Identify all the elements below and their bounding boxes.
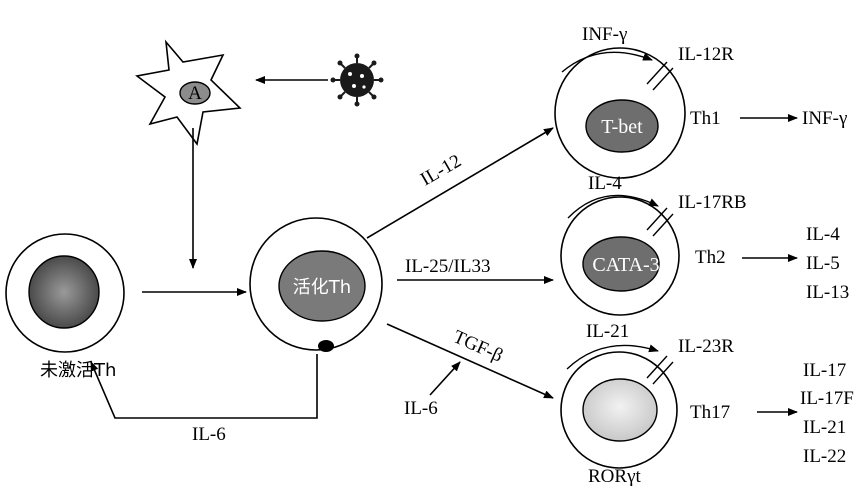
th1-nucleus-label: T-bet bbox=[601, 116, 643, 138]
virus-icon bbox=[330, 53, 384, 107]
th2-receptor-line-b bbox=[652, 213, 674, 237]
th2-nucleus-label: CATA-3 bbox=[592, 254, 659, 276]
activated-th-nucleus bbox=[278, 250, 366, 322]
th17-output-0: IL-17 bbox=[803, 360, 846, 381]
th1-receptor-line-b bbox=[652, 67, 674, 91]
il6-to-tgfb-arrow bbox=[429, 361, 461, 396]
th17-loop-label: IL-21 bbox=[586, 321, 629, 342]
activated-th-cell bbox=[249, 217, 383, 352]
th2-autocrine-loop bbox=[567, 194, 659, 219]
th2-output-1: IL-5 bbox=[806, 253, 840, 274]
il6-feedback-line bbox=[90, 354, 318, 419]
il25-il33-label: IL-25/IL33 bbox=[405, 256, 490, 277]
th17-receptor-label: IL-23R bbox=[678, 336, 734, 357]
th17-nucleus-label: RORγt bbox=[588, 466, 641, 487]
th2-loop-label: IL-4 bbox=[588, 173, 622, 194]
th17-cell bbox=[560, 344, 678, 469]
th2-output-0: IL-4 bbox=[806, 224, 840, 245]
th1-loop-label: INF-γ bbox=[582, 24, 627, 45]
th2-receptor-line-a bbox=[646, 207, 668, 231]
apc-label: A bbox=[188, 83, 202, 104]
th2-receptor-label: IL-17RB bbox=[678, 192, 747, 213]
th17-nucleus bbox=[582, 378, 658, 442]
il6-small-label: IL-6 bbox=[404, 398, 438, 419]
il6-feedback-label: IL-6 bbox=[192, 424, 226, 445]
naive-th-label: 未激活Th bbox=[40, 360, 116, 381]
th1-output-0: INF-γ bbox=[802, 108, 847, 129]
th17-output-1: IL-17F bbox=[800, 388, 854, 409]
th1-nucleus bbox=[585, 99, 659, 153]
th17-output-3: IL-22 bbox=[803, 446, 846, 467]
apc-nucleus bbox=[179, 81, 211, 105]
th1-cell bbox=[554, 47, 686, 179]
th2-name-label: Th2 bbox=[695, 247, 726, 268]
th17-receptor-line-b bbox=[652, 361, 674, 385]
th1-receptor-line-a bbox=[646, 61, 668, 85]
activated-th-receptor-dot bbox=[318, 340, 334, 352]
activated-to-th17-arrow bbox=[386, 323, 554, 399]
activated-th-label: 活化Th bbox=[293, 277, 351, 298]
th1-receptor-label: IL-12R bbox=[678, 44, 734, 65]
th17-receptor-line-a bbox=[646, 355, 668, 379]
th17-name-label: Th17 bbox=[690, 402, 730, 423]
th2-cell bbox=[560, 194, 680, 316]
activated-to-th1-arrow bbox=[366, 127, 554, 239]
naive-th-nucleus bbox=[28, 255, 100, 329]
th2-nucleus bbox=[582, 236, 660, 292]
th1-autocrine-loop bbox=[561, 51, 653, 73]
th17-output-2: IL-21 bbox=[803, 417, 846, 438]
tgfb-label: TGF-β bbox=[450, 326, 506, 366]
naive-th-cell bbox=[5, 233, 125, 353]
th1-name-label: Th1 bbox=[690, 108, 721, 129]
th2-output-2: IL-13 bbox=[806, 282, 849, 303]
th17-autocrine-loop bbox=[566, 344, 659, 370]
